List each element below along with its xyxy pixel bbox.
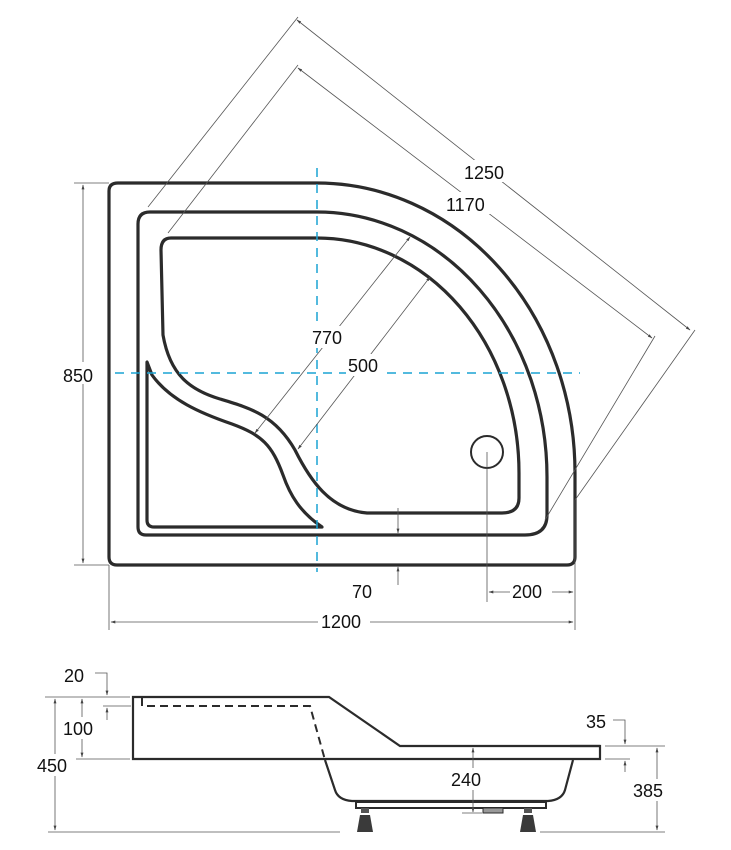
dim-drain-offset-label: 200 <box>512 582 542 602</box>
dim-rim-width-label: 70 <box>352 582 372 602</box>
dim-seat-diagonal-label: 770 <box>312 328 342 348</box>
dim-tray-diagonal-label: 500 <box>348 356 378 376</box>
dim-diagonal-inner-label: 1170 <box>446 195 485 215</box>
plan-view: 850 1200 200 70 1250 1170 770 <box>60 16 696 632</box>
base-frame <box>355 801 547 809</box>
dim-width-label: 1200 <box>321 612 361 632</box>
dim-top-rim-label: 20 <box>64 666 84 686</box>
hidden-seat-line <box>141 698 326 761</box>
seat-outline <box>145 360 324 529</box>
dim-tray-depth-label: 240 <box>451 770 481 790</box>
dim-seat-height-label: 100 <box>63 719 93 739</box>
drain-trap <box>482 807 504 814</box>
dim-diagonal-outer-label: 1250 <box>464 163 504 183</box>
foot-left-icon <box>357 808 373 832</box>
side-view: 20 100 450 35 385 240 <box>36 666 672 833</box>
dim-tray-height-label: 385 <box>633 781 663 801</box>
dim-tray-rim-label: 35 <box>586 712 606 732</box>
tray-basin-outline <box>159 236 521 515</box>
tray-body-outline <box>323 759 575 803</box>
foot-right-icon <box>520 808 536 832</box>
dim-total-height-label: 450 <box>37 756 67 776</box>
dim-depth-label: 850 <box>63 366 93 386</box>
